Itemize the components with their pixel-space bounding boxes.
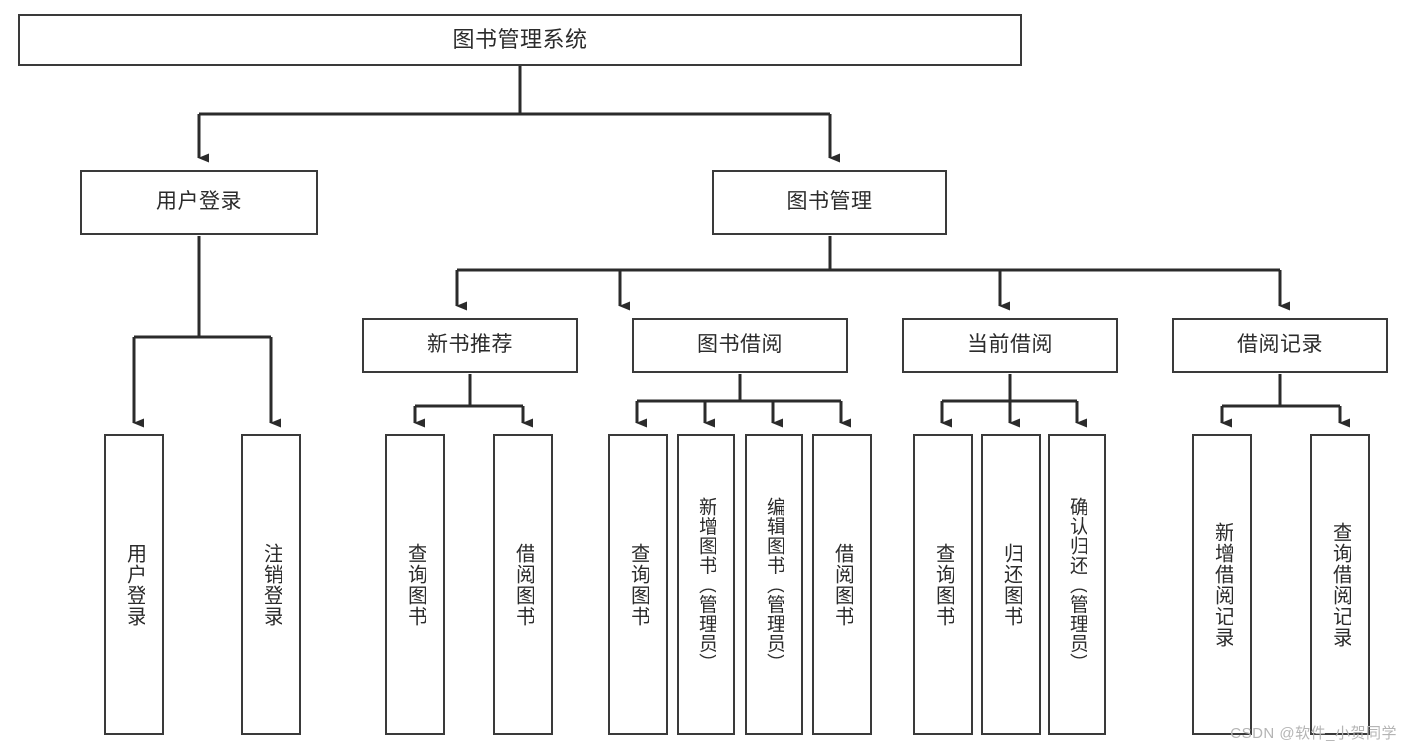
leaf-logout[interactable]: 注销登录 [241,434,301,735]
node-label: 归还图书 [1000,542,1022,627]
node-label: 用户登录 [156,190,242,214]
node-book-borrowing[interactable]: 图书借阅 [632,318,848,373]
leaf-add-book-admin[interactable]: 新增图书（管理员） [677,434,735,735]
leaf-borrow-book-recommend[interactable]: 借阅图书 [493,434,553,735]
node-current-borrowing[interactable]: 当前借阅 [902,318,1118,373]
node-label: 注销登录 [260,542,282,627]
node-label: 用户登录 [123,542,145,627]
node-book-management[interactable]: 图书管理 [712,170,947,235]
node-label: 图书管理系统 [452,27,588,53]
node-label: 当前借阅 [967,333,1053,357]
leaf-query-borrow-record[interactable]: 查询借阅记录 [1310,434,1370,735]
leaf-query-book-current[interactable]: 查询图书 [913,434,973,735]
node-label: 查询图书 [404,542,426,627]
leaf-add-borrow-record[interactable]: 新增借阅记录 [1192,434,1252,735]
node-label: 新增借阅记录 [1211,521,1233,648]
node-label: 新增图书（管理员） [696,496,716,673]
node-label: 借阅记录 [1237,333,1323,357]
leaf-edit-book-admin[interactable]: 编辑图书（管理员） [745,434,803,735]
leaf-return-book[interactable]: 归还图书 [981,434,1041,735]
node-label: 查询借阅记录 [1329,521,1351,648]
node-label: 查询图书 [932,542,954,627]
node-label: 确认归还（管理员） [1067,496,1087,673]
node-borrowing-record[interactable]: 借阅记录 [1172,318,1388,373]
node-label: 新书推荐 [427,333,513,357]
leaf-query-book-borrow[interactable]: 查询图书 [608,434,668,735]
node-root-book-management-system[interactable]: 图书管理系统 [18,14,1022,66]
leaf-borrow-book[interactable]: 借阅图书 [812,434,872,735]
leaf-user-login[interactable]: 用户登录 [104,434,164,735]
watermark-csdn: CSDN @软件_小贺同学 [1230,725,1397,742]
node-label: 编辑图书（管理员） [764,496,784,673]
node-user-login[interactable]: 用户登录 [80,170,318,235]
leaf-query-book-recommend[interactable]: 查询图书 [385,434,445,735]
node-new-book-recommendation[interactable]: 新书推荐 [362,318,578,373]
node-label: 图书管理 [786,190,873,214]
node-label: 借阅图书 [831,542,853,627]
node-label: 借阅图书 [512,542,534,627]
node-label: 图书借阅 [697,333,783,357]
leaf-confirm-return-admin[interactable]: 确认归还（管理员） [1048,434,1106,735]
node-label: 查询图书 [627,542,649,627]
